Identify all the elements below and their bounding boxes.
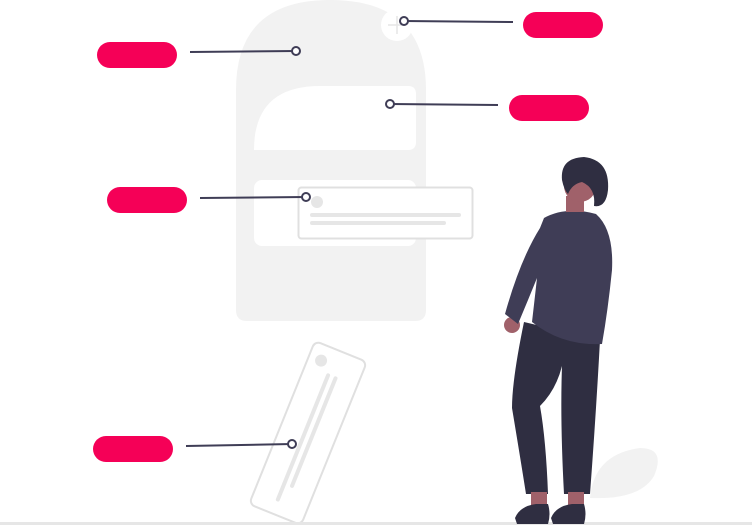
fallen-phone-icon (249, 341, 367, 525)
callout-label-pill (509, 95, 589, 121)
callout-dot-icon (287, 439, 297, 449)
person-legs (512, 322, 600, 494)
callout-dot-icon (301, 192, 311, 202)
person-hair (561, 157, 609, 207)
callout-top-right (399, 12, 603, 38)
callout-dot-icon (385, 99, 395, 109)
callout-label-pill (107, 187, 187, 213)
callout-dot-icon (291, 46, 301, 56)
phone-header-panel (254, 86, 416, 150)
callout-top-left (97, 42, 301, 68)
callout-dot-icon (399, 16, 409, 26)
person-ankles (531, 492, 547, 506)
person-torso (505, 210, 613, 345)
leaf-plant-icon (590, 448, 658, 499)
popup-card-icon (297, 186, 474, 240)
phone-wireframe-icon (236, 0, 426, 321)
callout-label-pill (97, 42, 177, 68)
callout-middle-left (107, 187, 311, 213)
person-standing-icon (504, 157, 613, 524)
person-shoes (515, 504, 550, 524)
callout-bottom-left (93, 436, 297, 462)
ground-line (0, 522, 752, 525)
callout-label-pill (93, 436, 173, 462)
callout-middle-right (385, 95, 589, 121)
callout-label-pill (523, 12, 603, 38)
